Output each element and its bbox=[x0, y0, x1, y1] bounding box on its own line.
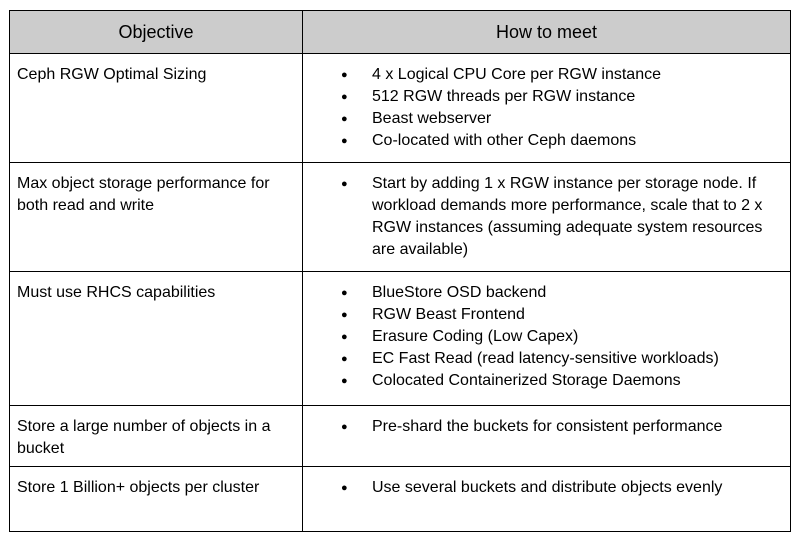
bullet-item: ● Start by adding 1 x RGW instance per st… bbox=[310, 173, 783, 261]
rgw-sizing-table: Objective How to meet Ceph RGW Optimal S… bbox=[9, 10, 791, 532]
objective-cell: Ceph RGW Optimal Sizing bbox=[9, 53, 303, 163]
bullet-item: ● Pre-shard the buckets for consistent pe… bbox=[310, 416, 783, 438]
table-row: Must use RHCS capabilities ● BlueStore OS… bbox=[9, 271, 791, 406]
bullet-text: Erasure Coding (Low Capex) bbox=[372, 328, 579, 345]
table-row: Ceph RGW Optimal Sizing ● 4 x Logical CPU… bbox=[9, 53, 791, 163]
table-row: Store 1 Billion+ objects per cluster ● Us… bbox=[9, 466, 791, 532]
table-row: Max object storage performance for both … bbox=[9, 162, 791, 272]
bullet-text: Use several buckets and distribute objec… bbox=[372, 479, 723, 496]
bullet-icon: ● bbox=[341, 331, 348, 343]
bullet-item: ● Co-located with other Ceph daemons bbox=[310, 130, 783, 152]
bullet-item: ● Use several buckets and distribute obje… bbox=[310, 477, 783, 499]
how-to-meet-cell: ● Start by adding 1 x RGW instance per st… bbox=[302, 162, 791, 272]
bullet-icon: ● bbox=[341, 287, 348, 299]
bullet-text: EC Fast Read (read latency-sensitive wor… bbox=[372, 350, 719, 367]
bullet-list: ● 4 x Logical CPU Core per RGW instance ●… bbox=[310, 64, 783, 152]
bullet-icon: ● bbox=[341, 421, 348, 433]
col-header-objective: Objective bbox=[9, 10, 303, 54]
bullet-icon: ● bbox=[341, 113, 348, 125]
bullet-icon: ● bbox=[341, 375, 348, 387]
bullet-icon: ● bbox=[341, 69, 348, 81]
bullet-text: Pre-shard the buckets for consistent per… bbox=[372, 418, 723, 435]
bullet-text: Start by adding 1 x RGW instance per sto… bbox=[372, 175, 763, 258]
bullet-text: 512 RGW threads per RGW instance bbox=[372, 88, 636, 105]
bullet-list: ● BlueStore OSD backend ● RGW Beast Fronte… bbox=[310, 282, 783, 392]
bullet-icon: ● bbox=[341, 178, 348, 190]
bullet-item: ● Beast webserver bbox=[310, 108, 783, 130]
header-row: Objective How to meet bbox=[9, 10, 791, 54]
bullet-list: ● Use several buckets and distribute obje… bbox=[310, 477, 783, 499]
bullet-text: BlueStore OSD backend bbox=[372, 284, 547, 301]
bullet-text: Beast webserver bbox=[372, 110, 492, 127]
bullet-item: ● EC Fast Read (read latency-sensitive wo… bbox=[310, 348, 783, 370]
bullet-text: Co-located with other Ceph daemons bbox=[372, 132, 637, 149]
bullet-item: ● 4 x Logical CPU Core per RGW instance bbox=[310, 64, 783, 86]
bullet-text: 4 x Logical CPU Core per RGW instance bbox=[372, 66, 661, 83]
bullet-text: Colocated Containerized Storage Daemons bbox=[372, 372, 681, 389]
bullet-item: ● 512 RGW threads per RGW instance bbox=[310, 86, 783, 108]
objective-cell: Must use RHCS capabilities bbox=[9, 271, 303, 406]
bullet-item: ● Erasure Coding (Low Capex) bbox=[310, 326, 783, 348]
how-to-meet-cell: ● Use several buckets and distribute obje… bbox=[302, 466, 791, 532]
bullet-icon: ● bbox=[341, 135, 348, 147]
col-header-how-to-meet: How to meet bbox=[302, 10, 791, 54]
objective-cell: Max object storage performance for both … bbox=[9, 162, 303, 272]
table-row: Store a large number of objects in a buc… bbox=[9, 405, 791, 467]
objective-cell: Store 1 Billion+ objects per cluster bbox=[9, 466, 303, 532]
bullet-item: ● RGW Beast Frontend bbox=[310, 304, 783, 326]
bullet-item: ● BlueStore OSD backend bbox=[310, 282, 783, 304]
bullet-list: ● Pre-shard the buckets for consistent pe… bbox=[310, 416, 783, 438]
bullet-icon: ● bbox=[341, 309, 348, 321]
bullet-text: RGW Beast Frontend bbox=[372, 306, 525, 323]
bullet-icon: ● bbox=[341, 353, 348, 365]
objective-cell: Store a large number of objects in a buc… bbox=[9, 405, 303, 467]
bullet-icon: ● bbox=[341, 482, 348, 494]
bullet-item: ● Colocated Containerized Storage Daemons bbox=[310, 370, 783, 392]
how-to-meet-cell: ● 4 x Logical CPU Core per RGW instance ●… bbox=[302, 53, 791, 163]
bullet-icon: ● bbox=[341, 91, 348, 103]
how-to-meet-cell: ● Pre-shard the buckets for consistent pe… bbox=[302, 405, 791, 467]
bullet-list: ● Start by adding 1 x RGW instance per st… bbox=[310, 173, 783, 261]
how-to-meet-cell: ● BlueStore OSD backend ● RGW Beast Fronte… bbox=[302, 271, 791, 406]
